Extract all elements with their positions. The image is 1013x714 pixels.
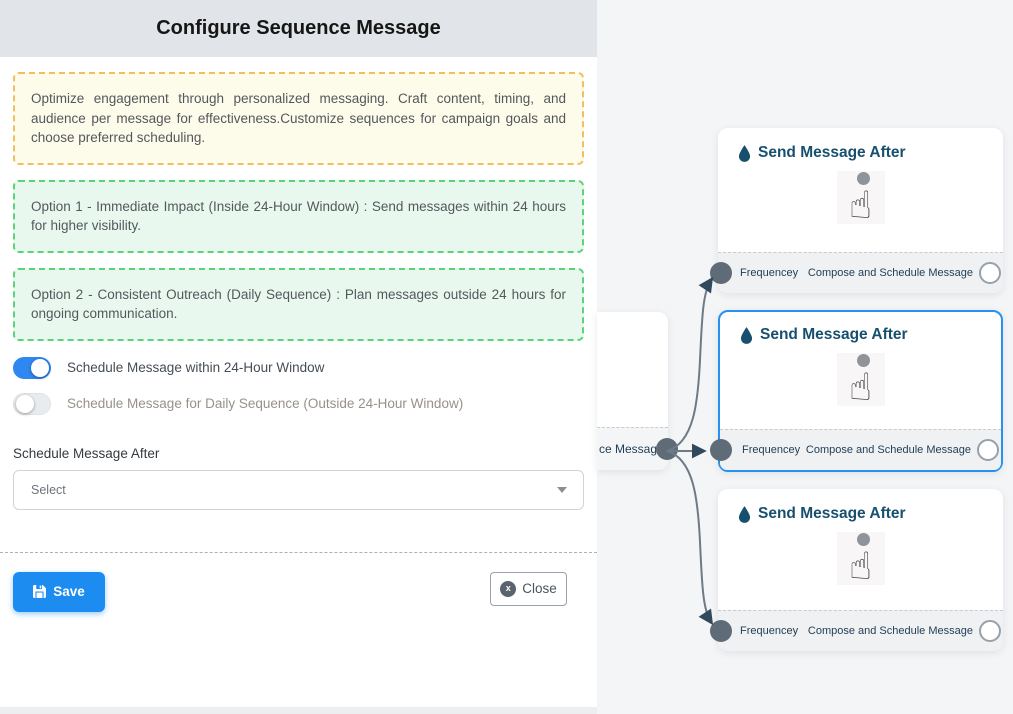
output-port[interactable] bbox=[979, 620, 1001, 642]
source-node-label: ce Message bbox=[599, 442, 664, 456]
frequency-label: Frequencey bbox=[742, 444, 801, 456]
option2-note-box: Option 2 - Consistent Outreach (Daily Se… bbox=[13, 267, 584, 341]
panel-bottom-strip bbox=[0, 707, 597, 714]
panel-header: Configure Sequence Message bbox=[0, 0, 597, 57]
output-port[interactable] bbox=[977, 439, 999, 461]
tap-dot bbox=[856, 533, 870, 546]
compose-schedule-label: Compose and Schedule Message bbox=[807, 267, 973, 279]
flow-canvas[interactable]: ce Message Send Message After ☝ Frequenc… bbox=[597, 0, 1013, 714]
schedule-after-label: Schedule Message After bbox=[13, 445, 160, 461]
button-row: Save x Close bbox=[13, 553, 584, 612]
node-title: Send Message After bbox=[758, 505, 906, 522]
frequency-label: Frequencey bbox=[740, 267, 799, 279]
compose-schedule-label: Compose and Schedule Message bbox=[807, 625, 973, 637]
select-value: Select bbox=[31, 482, 66, 497]
water-drop-icon bbox=[738, 505, 751, 523]
water-drop-icon bbox=[740, 326, 753, 344]
output-port[interactable] bbox=[979, 262, 1001, 284]
node-header: Send Message After bbox=[738, 144, 1003, 162]
circle-x-icon: x bbox=[500, 580, 517, 597]
panel-body: Optimize engagement through personalized… bbox=[0, 57, 597, 612]
toggle-knob bbox=[16, 394, 34, 413]
save-button[interactable]: Save bbox=[13, 571, 105, 612]
footer-divider bbox=[0, 551, 597, 553]
floppy-disk-icon bbox=[33, 585, 47, 598]
node-footer: Frequencey Compose and Schedule Message bbox=[710, 252, 1003, 293]
tap-dot bbox=[856, 172, 870, 185]
toggle-row-24hour: Schedule Message within 24-Hour Window bbox=[13, 356, 584, 380]
input-port[interactable] bbox=[710, 439, 732, 461]
page-title: Configure Sequence Message bbox=[156, 17, 441, 39]
tap-cursor-icon: ☝ bbox=[836, 353, 885, 406]
close-button[interactable]: x Close bbox=[490, 571, 567, 606]
save-button-label: Save bbox=[53, 584, 85, 599]
caret-down-icon bbox=[557, 486, 567, 493]
toggle-within-24h-label: Schedule Message within 24-Hour Window bbox=[67, 360, 325, 375]
compose-schedule-label: Compose and Schedule Message bbox=[805, 444, 971, 456]
tap-dot bbox=[856, 354, 870, 367]
tap-cursor-icon: ☝ bbox=[836, 171, 885, 224]
frequency-label: Frequencey bbox=[740, 625, 799, 637]
option1-note-box: Option 1 - Immediate Impact (Inside 24-H… bbox=[13, 179, 584, 253]
configure-sequence-panel: Configure Sequence Message Optimize enga… bbox=[0, 0, 597, 714]
tap-cursor-icon: ☝ bbox=[836, 532, 885, 585]
water-drop-icon bbox=[738, 144, 751, 162]
node-footer: Frequencey Compose and Schedule Message bbox=[710, 610, 1003, 651]
input-port[interactable] bbox=[710, 620, 732, 642]
toggle-row-daily: Schedule Message for Daily Sequence (Out… bbox=[13, 392, 584, 416]
node-footer: Frequencey Compose and Schedule Message bbox=[710, 429, 1001, 470]
info-note-box: Optimize engagement through personalized… bbox=[13, 72, 584, 165]
schedule-after-select[interactable]: Select bbox=[13, 469, 584, 510]
sequence-message-source-node[interactable]: ce Message bbox=[597, 312, 678, 470]
node-title: Send Message After bbox=[760, 326, 908, 343]
send-message-after-node-2[interactable]: Send Message After ☝ Frequencey Compose … bbox=[710, 310, 1003, 472]
toggle-within-24h[interactable] bbox=[13, 356, 51, 379]
node-header: Send Message After bbox=[740, 326, 1001, 344]
source-output-port[interactable] bbox=[656, 438, 678, 460]
close-button-label: Close bbox=[522, 581, 557, 596]
send-message-after-node-3[interactable]: Send Message After ☝ Frequencey Compose … bbox=[710, 489, 1003, 651]
toggle-knob bbox=[31, 358, 49, 377]
node-header: Send Message After bbox=[738, 505, 1003, 523]
node-title: Send Message After bbox=[758, 144, 906, 161]
send-message-after-node-1[interactable]: Send Message After ☝ Frequencey Compose … bbox=[710, 128, 1003, 293]
toggle-daily-sequence[interactable] bbox=[13, 392, 51, 415]
toggle-daily-sequence-label: Schedule Message for Daily Sequence (Out… bbox=[67, 396, 464, 411]
source-node-footer: ce Message bbox=[597, 427, 678, 470]
input-port[interactable] bbox=[710, 262, 732, 284]
